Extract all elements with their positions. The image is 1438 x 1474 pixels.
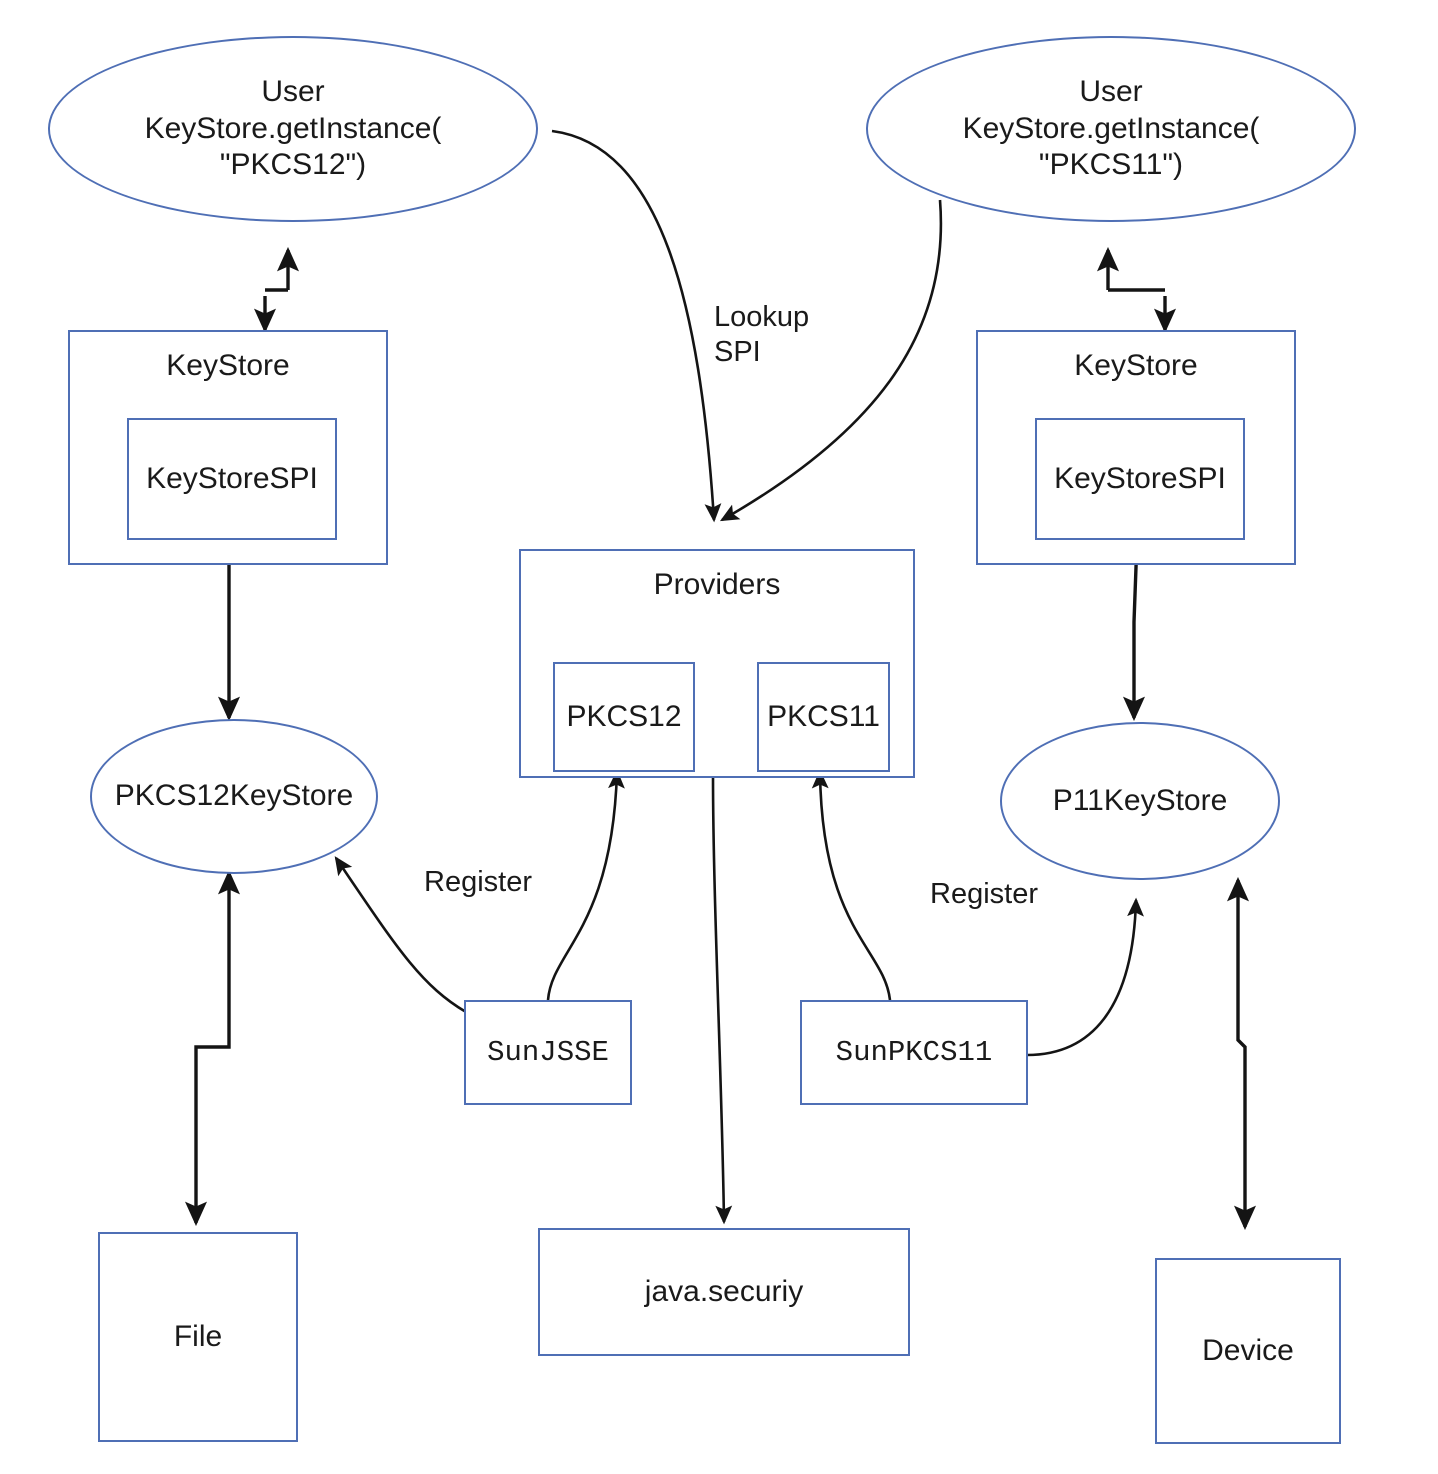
node-user-pkcs12-label: User KeyStore.getInstance( "PKCS12") (144, 75, 442, 182)
node-pkcs11-provider[interactable]: PKCS11 (757, 662, 890, 772)
node-keystorespi-left-label: KeyStoreSPI (146, 461, 318, 495)
edge-label-lookup-spi: Lookup SPI (714, 301, 810, 368)
node-pkcs12keystore[interactable]: PKCS12KeyStore (90, 719, 378, 874)
edge-p11keystore-device (1226, 876, 1257, 1231)
node-pkcs12keystore-label: PKCS12KeyStore (114, 779, 354, 813)
node-java-security[interactable]: java.securiy (538, 1228, 910, 1356)
node-device[interactable]: Device (1155, 1258, 1341, 1444)
node-pkcs12-provider-label: PKCS12 (566, 699, 682, 733)
edge-sunpkcs11-p11keystore (1026, 897, 1144, 1057)
node-user-pkcs11-label: User KeyStore.getInstance( "PKCS11") (962, 75, 1260, 182)
edge-keystorespi-p11keystore (1122, 536, 1148, 722)
node-keystore-right-label: KeyStore (1074, 349, 1198, 382)
node-sunpkcs11[interactable]: SunPKCS11 (800, 1000, 1028, 1105)
edge-sunpkcs11-pkcs11-register (811, 769, 892, 1001)
node-p11keystore[interactable]: P11KeyStore (1000, 722, 1280, 880)
node-file-label: File (173, 1319, 223, 1353)
node-keystorespi-right-label: KeyStoreSPI (1054, 461, 1226, 495)
node-java-security-label: java.securiy (644, 1274, 804, 1308)
edge-sunjsse-pkcs12-register (546, 769, 625, 1001)
node-sunjsse[interactable]: SunJSSE (464, 1000, 632, 1105)
node-keystorespi-left[interactable]: KeyStoreSPI (127, 418, 337, 540)
node-p11keystore-label: P11KeyStore (1052, 783, 1228, 817)
node-sunpkcs11-label: SunPKCS11 (835, 1035, 993, 1069)
node-file[interactable]: File (98, 1232, 298, 1442)
edge-label-register-right: Register (930, 878, 1038, 910)
edge-pkcs12keystore-file (184, 869, 241, 1227)
edge-lookup-spi-pkcs12 (551, 129, 722, 523)
node-user-pkcs11[interactable]: User KeyStore.getInstance( "PKCS11") (866, 36, 1356, 222)
node-user-pkcs12[interactable]: User KeyStore.getInstance( "PKCS12") (48, 36, 538, 222)
edge-label-register-left: Register (424, 866, 532, 898)
node-device-label: Device (1202, 1333, 1294, 1367)
node-pkcs11-provider-label: PKCS11 (767, 699, 880, 733)
edge-providers-java-security (711, 774, 733, 1225)
node-sunjsse-label: SunJSSE (487, 1035, 609, 1069)
node-providers-label: Providers (653, 568, 781, 601)
node-pkcs12-provider[interactable]: PKCS12 (553, 662, 695, 772)
node-keystorespi-right[interactable]: KeyStoreSPI (1035, 418, 1245, 540)
node-keystore-left-label: KeyStore (166, 349, 290, 382)
